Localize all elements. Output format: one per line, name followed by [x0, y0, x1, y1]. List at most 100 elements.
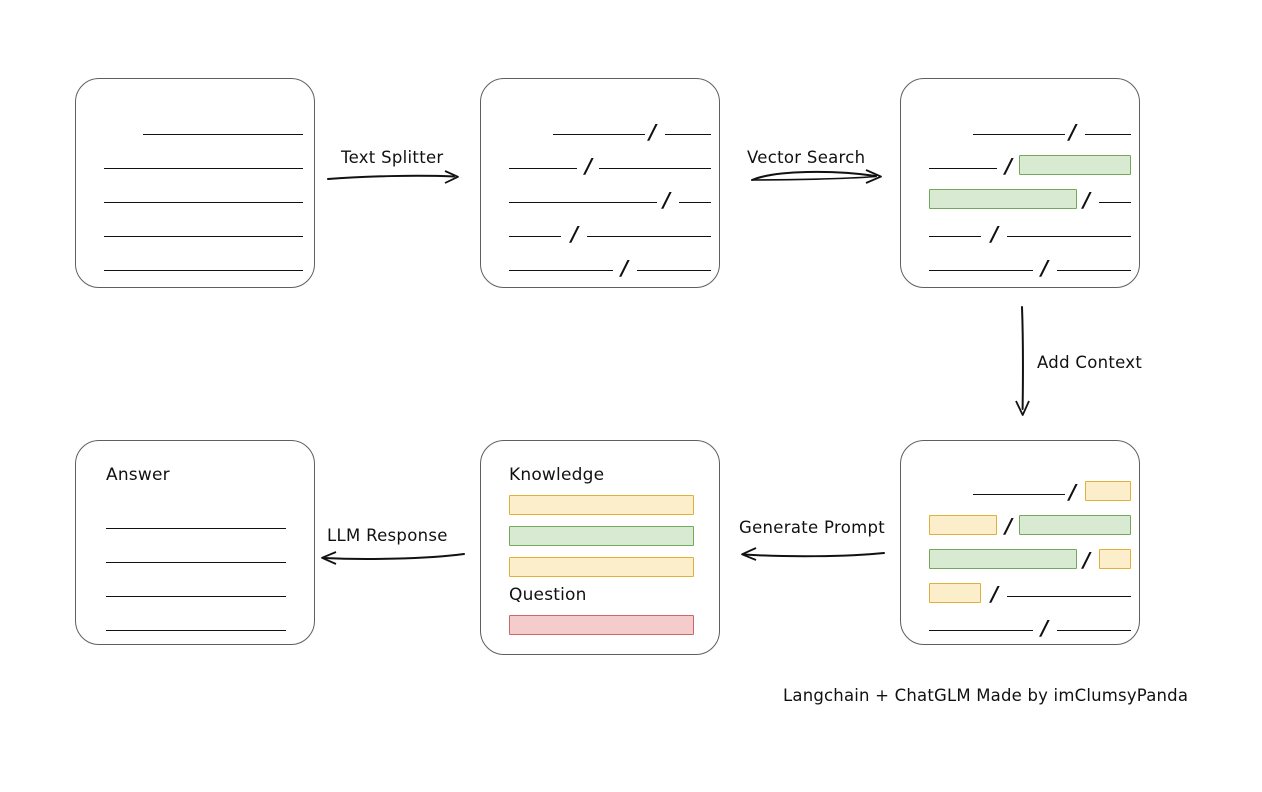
vector-results-rows: / / / / / [913, 109, 1131, 280]
generate-prompt-label: Generate Prompt [739, 518, 885, 537]
chunk-separator-slash: / [1083, 548, 1091, 572]
text-line-segment [1007, 596, 1131, 597]
text-line-segment [553, 134, 645, 135]
highlight-green-segment [1019, 155, 1131, 175]
text-line-row [76, 537, 314, 571]
text-line-row [88, 245, 303, 279]
generate-prompt-arrow [740, 545, 886, 565]
answer-rows [76, 503, 314, 639]
text-line-segment [106, 562, 286, 563]
question-bar [509, 615, 694, 635]
text-line-segment [106, 596, 286, 597]
context-added-rows: / / / / / [913, 469, 1131, 640]
text-line-segment [509, 202, 657, 203]
chunk-separator-slash: / [1005, 154, 1013, 178]
text-line-segment [509, 168, 577, 169]
text-line-segment [104, 236, 303, 237]
text-line-segment [929, 236, 981, 237]
split-chunks-box[interactable]: ///// [480, 78, 720, 288]
text-line-row: / [493, 177, 711, 211]
highlight-yellow-segment [1099, 549, 1131, 569]
text-line-row [88, 143, 303, 177]
chunk-separator-slash: / [1069, 480, 1077, 504]
text-line-segment [929, 168, 997, 169]
chunk-separator-slash: / [1083, 188, 1091, 212]
source-document-box[interactable] [75, 78, 315, 288]
vector-search-label: Vector Search [747, 148, 866, 167]
text-line-row: / [493, 245, 711, 280]
text-line-segment [1099, 202, 1131, 203]
text-line-segment [509, 270, 613, 271]
highlight-green-segment [929, 549, 1077, 569]
chunk-separator-slash: / [1041, 616, 1049, 640]
highlight-green-segment [929, 189, 1077, 209]
chunk-separator-slash: / [621, 256, 629, 280]
chunk-separator-slash: / [991, 222, 999, 246]
text-line-segment [104, 168, 303, 169]
answer-box[interactable]: Answer [75, 440, 315, 645]
text-line-row [76, 571, 314, 605]
text-line-segment [1085, 134, 1131, 135]
source-document-rows [88, 109, 303, 279]
text-splitter-label: Text Splitter [341, 148, 444, 167]
chunk-separator-slash: / [1069, 120, 1077, 144]
question-label: Question [509, 585, 587, 605]
text-line-row: / [913, 211, 1131, 246]
text-line-segment [599, 168, 711, 169]
text-line-segment [637, 270, 711, 271]
highlight-yellow-segment [929, 515, 997, 535]
highlight-green-segment [1019, 515, 1131, 535]
text-line-row: / [913, 503, 1131, 538]
text-line-row: / [913, 469, 1131, 504]
text-line-row: / [913, 143, 1131, 178]
text-line-segment [106, 630, 286, 631]
llm-response-arrow [320, 548, 466, 568]
text-line-segment [143, 134, 303, 135]
vector-search-arrow [748, 166, 888, 190]
chunk-separator-slash: / [571, 222, 579, 246]
text-line-segment [104, 270, 303, 271]
text-line-row: / [913, 109, 1131, 144]
highlight-yellow-segment [929, 583, 981, 603]
text-line-row: / [913, 245, 1131, 280]
text-line-row: / [913, 571, 1131, 606]
vector-search-results-box[interactable]: / / / / / [900, 78, 1140, 288]
text-line-row: / [913, 605, 1131, 640]
text-line-segment [973, 134, 1065, 135]
knowledge-bar [509, 495, 694, 515]
text-line-row [88, 211, 303, 245]
text-line-segment [973, 494, 1065, 495]
text-line-row [88, 177, 303, 211]
add-context-label: Add Context [1037, 353, 1143, 372]
chunk-separator-slash: / [1005, 514, 1013, 538]
text-line-row [76, 605, 314, 639]
chunk-separator-slash: / [649, 120, 657, 144]
text-line-row: / [493, 143, 711, 178]
llm-response-label: LLM Response [327, 526, 448, 545]
text-line-row [76, 503, 314, 537]
text-line-row: / [913, 537, 1131, 572]
text-line-segment [1057, 630, 1131, 631]
text-line-segment [587, 236, 711, 237]
chunk-separator-slash: / [585, 154, 593, 178]
text-line-segment [665, 134, 711, 135]
knowledge-label: Knowledge [509, 465, 605, 485]
split-chunks-rows: ///// [493, 109, 711, 280]
text-line-segment [929, 270, 1033, 271]
text-line-segment [106, 528, 286, 529]
knowledge-bar [509, 557, 694, 577]
context-added-box[interactable]: / / / / / [900, 440, 1140, 645]
answer-title: Answer [106, 465, 170, 485]
text-line-row [88, 109, 303, 143]
footer-caption: Langchain + ChatGLM Made by imClumsyPand… [783, 686, 1189, 705]
text-line-row: / [913, 177, 1131, 212]
generated-prompt-box[interactable]: Knowledge Question [480, 440, 720, 655]
text-line-segment [929, 630, 1033, 631]
text-line-segment [509, 236, 561, 237]
text-line-row: / [493, 109, 711, 144]
text-line-segment [1057, 270, 1131, 271]
text-line-segment [1007, 236, 1131, 237]
chunk-separator-slash: / [1041, 256, 1049, 280]
chunk-separator-slash: / [991, 582, 999, 606]
